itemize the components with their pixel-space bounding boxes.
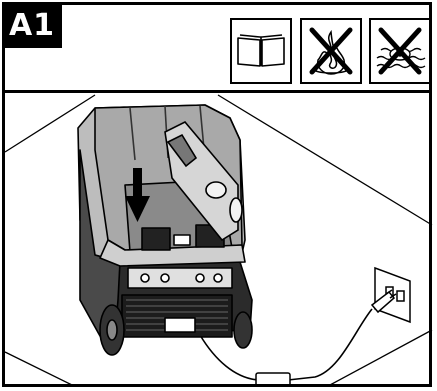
no-water-icon: [369, 18, 431, 84]
step-label-badge: A1: [2, 2, 62, 48]
no-fire-icon: [300, 18, 362, 84]
header-divider: [2, 90, 432, 93]
figure-border: [2, 2, 432, 387]
manual-book-icon: [230, 18, 292, 84]
step-label: A1: [9, 8, 55, 43]
